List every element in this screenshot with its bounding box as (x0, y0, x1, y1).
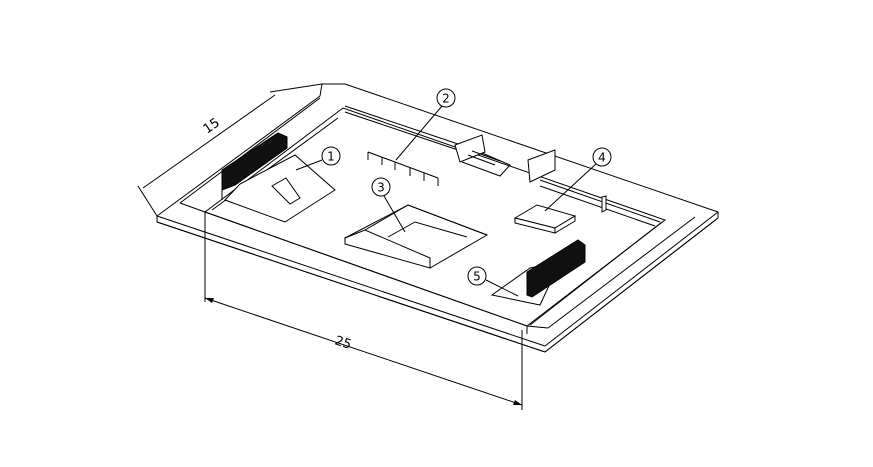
balloon-2: 2 (395, 88, 456, 161)
length-dimension-label: 25 (333, 334, 353, 353)
balloon-1: 1 (295, 146, 341, 171)
balloon-3: 3 (371, 177, 406, 233)
svg-text:5: 5 (473, 270, 481, 284)
dimension-length: 25 (204, 218, 523, 410)
svg-text:3: 3 (377, 181, 385, 195)
feature-2-rail (367, 151, 439, 186)
svg-text:4: 4 (598, 151, 606, 165)
svg-text:1: 1 (327, 150, 335, 164)
svg-text:2: 2 (442, 92, 450, 106)
feature-1-quarter-pipe (221, 132, 336, 223)
balloon-4: 4 (544, 147, 612, 212)
feature-3-pyramid (343, 204, 489, 269)
feature-4-box (513, 204, 577, 234)
feature-5-rail-ledge (490, 239, 586, 306)
balloon-5: 5 (467, 266, 519, 297)
